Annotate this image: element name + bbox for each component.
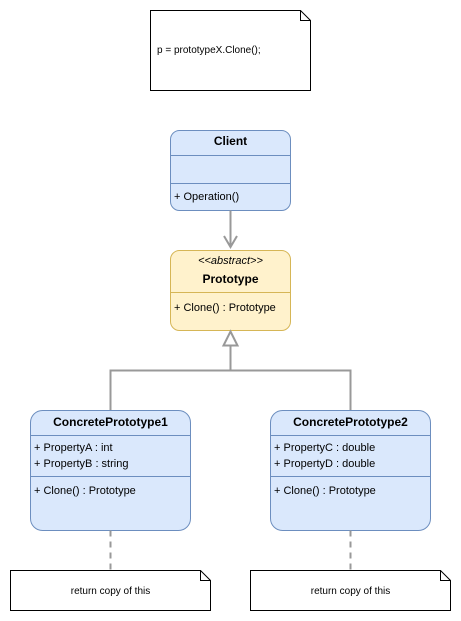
note2-text: return copy of this xyxy=(311,586,390,597)
concrete2-property-c: + PropertyC : double xyxy=(274,442,375,454)
inheritance-arrowhead xyxy=(221,329,240,347)
client-prototype-arrow xyxy=(223,210,238,249)
inheritance-connector xyxy=(109,329,352,411)
prototype-class[interactable]: <<abstract>> Prototype + Clone() : Proto… xyxy=(170,250,291,331)
top-note[interactable]: p = prototypeX.Clone(); xyxy=(150,10,311,91)
note2[interactable]: return copy of this xyxy=(250,570,451,611)
concrete1-method: + Clone() : Prototype xyxy=(34,485,136,497)
client-class[interactable]: Client + Operation() xyxy=(170,130,291,211)
concrete1-property-a: + PropertyA : int xyxy=(34,442,113,454)
prototype-method: + Clone() : Prototype xyxy=(174,302,276,314)
top-note-text: p = prototypeX.Clone(); xyxy=(157,45,261,56)
note1-text: return copy of this xyxy=(71,586,150,597)
client-operation: + Operation() xyxy=(174,191,239,203)
concrete1-property-b: + PropertyB : string xyxy=(34,458,128,470)
client-title: Client xyxy=(214,134,247,148)
concrete2-property-d: + PropertyD : double xyxy=(274,458,375,470)
concrete1-title: ConcretePrototype1 xyxy=(53,415,168,429)
prototype-title: Prototype xyxy=(202,272,258,286)
concrete-prototype2-class[interactable]: ConcretePrototype2 + PropertyC : double … xyxy=(270,410,431,531)
prototype-stereotype: <<abstract>> xyxy=(198,255,263,267)
note1[interactable]: return copy of this xyxy=(10,570,211,611)
concrete2-method: + Clone() : Prototype xyxy=(274,485,376,497)
concrete-prototype1-class[interactable]: ConcretePrototype1 + PropertyA : int + P… xyxy=(30,410,191,531)
concrete2-title: ConcretePrototype2 xyxy=(293,415,408,429)
